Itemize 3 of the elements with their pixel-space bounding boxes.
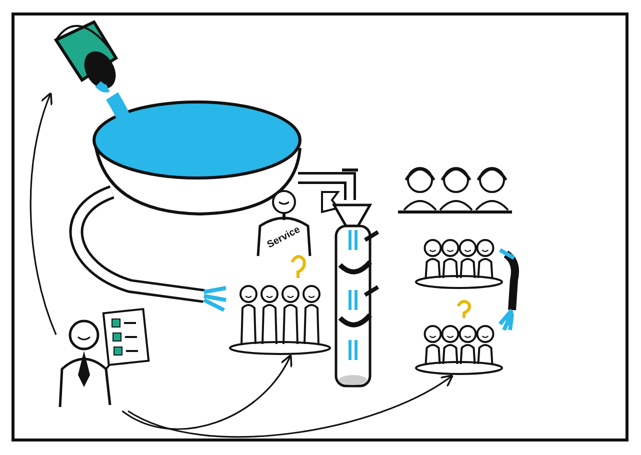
arrow	[122, 354, 292, 430]
arrow	[128, 374, 454, 438]
arrow	[30, 92, 57, 335]
